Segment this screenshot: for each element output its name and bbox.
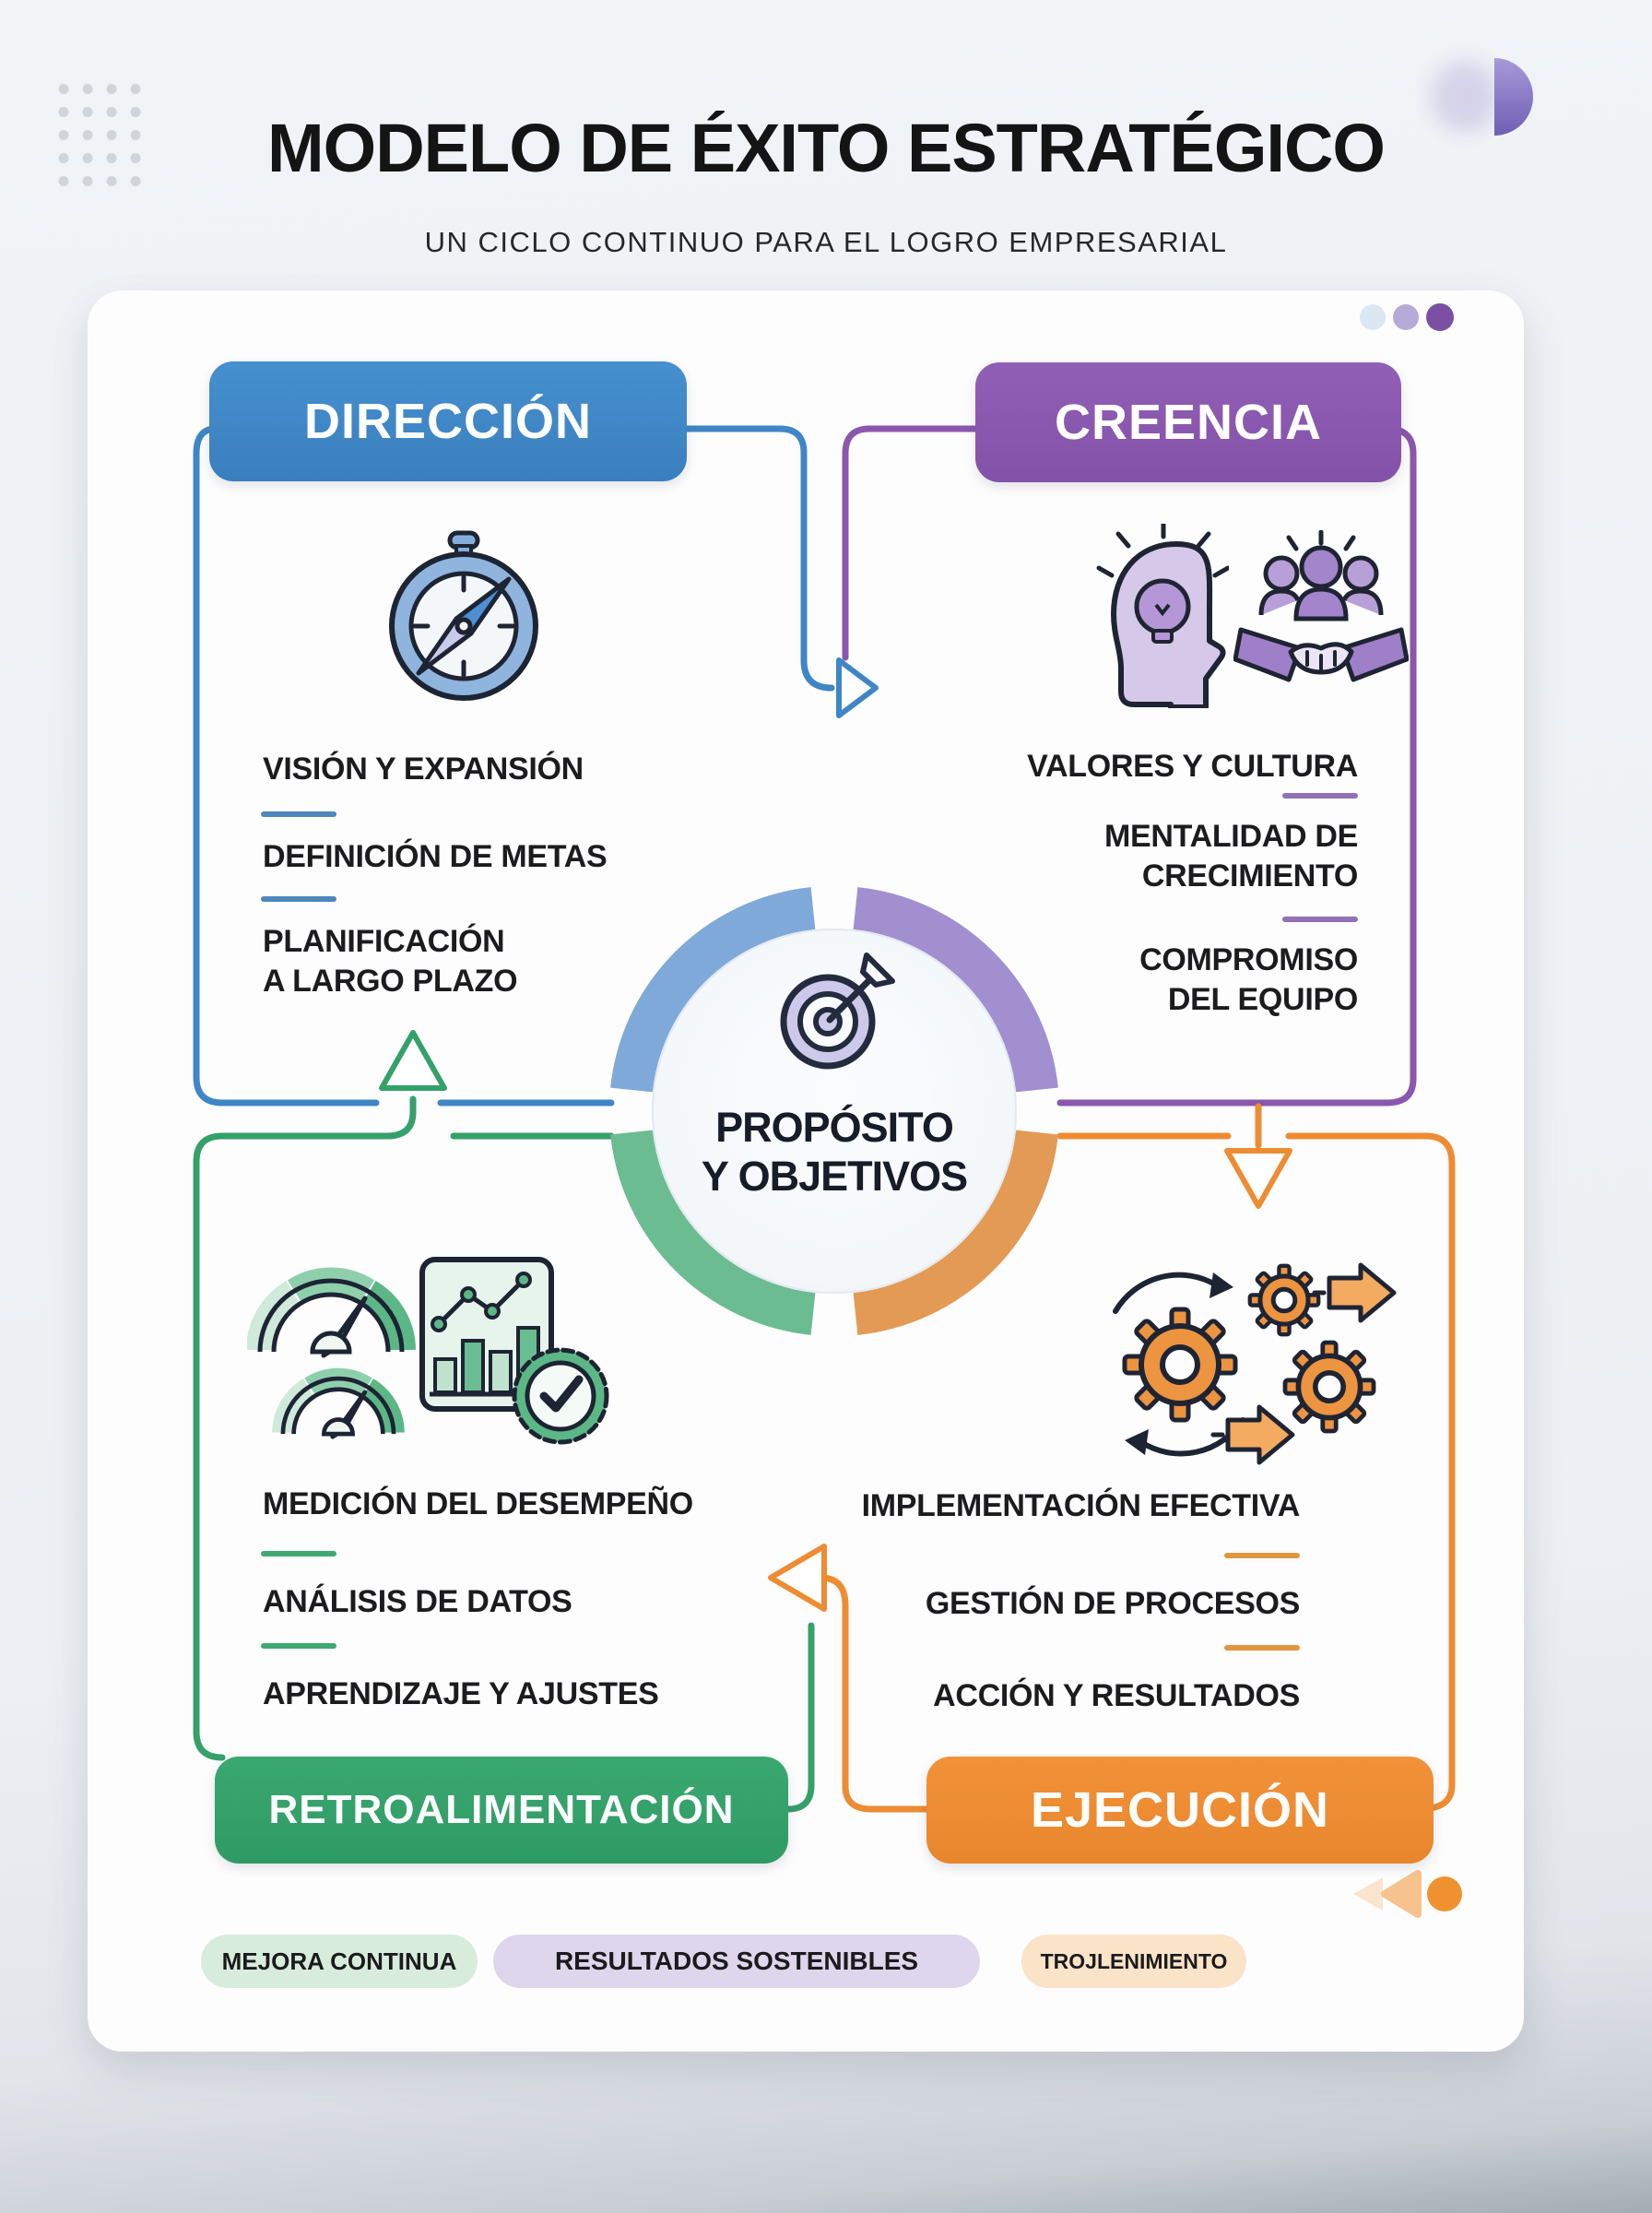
gauge-small [272, 1367, 405, 1439]
quadrant-header-ejecucion: EJECUCIÓN [926, 1757, 1434, 1864]
gauge-large [247, 1267, 416, 1358]
center-title: PROPÓSITO Y OBJETIVOS [604, 1103, 1065, 1201]
list-item: ANÁLISIS DE DATOS [263, 1584, 572, 1619]
flow-arrow-down-icon [1224, 1148, 1292, 1209]
item-divider [261, 896, 336, 902]
center-title-line1: PROPÓSITO [715, 1104, 954, 1151]
dot-grid-decoration [52, 77, 149, 194]
creencia-connectors [842, 425, 1417, 1106]
item-divider [1224, 1553, 1300, 1558]
blur-blob-decoration [1431, 61, 1499, 133]
retro-connectors [193, 1095, 815, 1813]
list-item: ACCIÓN Y RESULTADOS [933, 1678, 1300, 1713]
badge-mejora-continua: MEJORA CONTINUA [201, 1935, 478, 1988]
list-item: COMPROMISO DEL EQUIPO [1139, 942, 1358, 1017]
flow-arrow-right-icon [836, 657, 879, 718]
compass-icon [389, 530, 538, 701]
quadrant-header-direccion: DIRECCIÓN [209, 361, 687, 481]
team-handshake-icon [1233, 530, 1409, 682]
item-divider [1224, 1645, 1300, 1651]
list-item: GESTIÓN DE PROCESOS [925, 1586, 1300, 1621]
list-item: PLANIFICACIÓN A LARGO PLAZO [263, 924, 518, 999]
item-divider [1282, 917, 1358, 922]
corner-shapes-bottom [1353, 1870, 1462, 1918]
page-subtitle: UN CICLO CONTINUO PARA EL LOGRO EMPRESAR… [424, 226, 1228, 258]
center-disc [652, 929, 1017, 1294]
quadrant-header-retroalimentacion: RETROALIMENTACIÓN [215, 1757, 788, 1864]
list-item: DEFINICIÓN DE METAS [263, 839, 608, 874]
idea-head-icon [1096, 524, 1229, 708]
ejecucion-connectors [817, 1103, 1456, 1813]
flow-arrow-left-icon [768, 1544, 827, 1612]
list-item: IMPLEMENTACIÓN EFECTIVA [861, 1488, 1301, 1523]
gear-medium [1282, 1340, 1376, 1434]
half-circle-decoration [1494, 58, 1533, 136]
block-arrow-icon [1327, 1262, 1397, 1323]
direccion-connectors [193, 425, 835, 1106]
list-item: MEDICIÓN DEL DESEMPEÑO [263, 1486, 693, 1521]
quadrant-header-creencia: CREENCIA [975, 362, 1401, 482]
item-divider [261, 1643, 336, 1649]
list-item: VISIÓN Y EXPANSIÓN [263, 751, 584, 787]
item-divider [1282, 793, 1358, 799]
item-divider [261, 1551, 336, 1556]
page-title: MODELO DE ÉXITO ESTRATÉGICO [267, 110, 1386, 186]
center-ring [610, 887, 1058, 1335]
center-title-line2: Y OBJETIVOS [701, 1153, 968, 1200]
list-item: APRENDIZAJE Y AJUSTES [263, 1676, 659, 1711]
gear-small [1247, 1263, 1321, 1337]
analytics-check-icon [419, 1257, 609, 1445]
badge-trojlenimiento: TROJLENIMIENTO [1021, 1935, 1246, 1988]
gauge-icon [247, 1257, 609, 1445]
gears-icon [1113, 1262, 1397, 1465]
list-item: MENTALIDAD DE CRECIMIENTO [1103, 819, 1358, 893]
corner-dots-top [1360, 303, 1454, 331]
flow-arrow-up-icon [379, 1030, 447, 1091]
list-item: VALORES Y CULTURA [1027, 749, 1358, 784]
target-arrow-icon [780, 953, 895, 1070]
gear-large [1122, 1307, 1238, 1423]
block-arrow-icon [1225, 1404, 1295, 1465]
badge-resultados-sostenibles: RESULTADOS SOSTENIBLES [493, 1935, 980, 1988]
item-divider [261, 811, 336, 817]
